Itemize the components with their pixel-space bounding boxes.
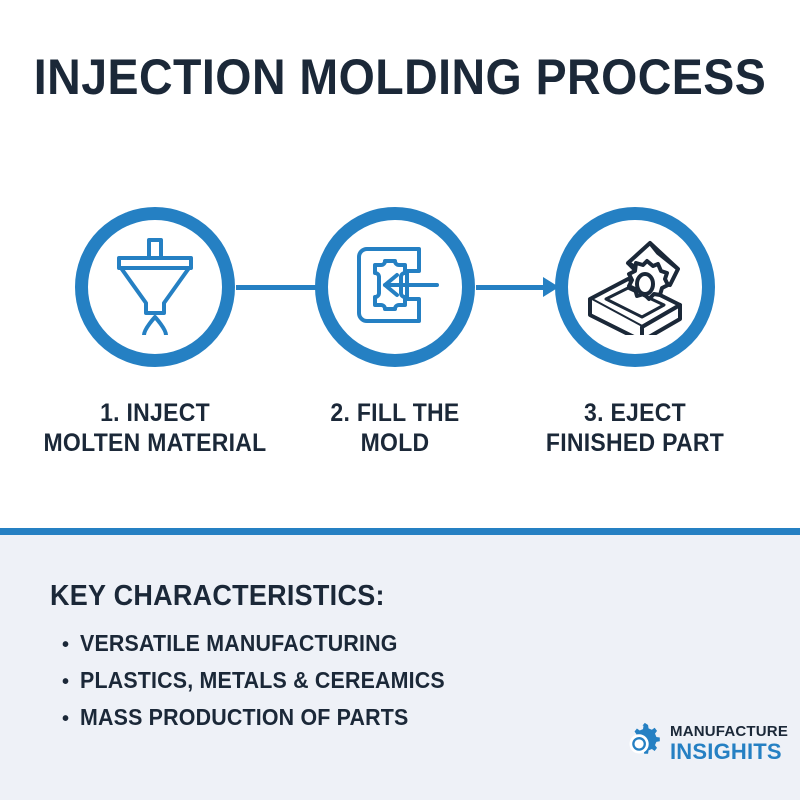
gear-icon <box>618 721 662 765</box>
list-item-label: VERSATILE MANUFACTURING <box>80 630 398 656</box>
key-characteristics-list: • VERSATILE MANUFACTURING • PLASTICS, ME… <box>62 630 472 741</box>
step-3-circle[interactable] <box>555 207 715 367</box>
key-characteristics-panel: KEY CHARACTERISTICS: • VERSATILE MANUFAC… <box>0 535 800 800</box>
connector-line-2 <box>476 285 544 290</box>
step-3-label: 3. EJECT FINISHED PART <box>545 399 725 457</box>
list-item: • MASS PRODUCTION OF PARTS <box>62 704 472 731</box>
page-title: INJECTION MOLDING PROCESS <box>33 49 767 105</box>
logo-line-2: INSIGHITS <box>670 738 782 764</box>
list-item: • VERSATILE MANUFACTURING <box>62 630 472 657</box>
connector-line-1 <box>236 285 316 290</box>
step-1-circle[interactable] <box>75 207 235 367</box>
step-2-circle[interactable] <box>315 207 475 367</box>
process-flow-row <box>0 207 800 367</box>
list-item-label: MASS PRODUCTION OF PARTS <box>80 704 409 730</box>
step-2-label: 2. FILL THE MOLD <box>330 399 460 457</box>
funnel-drop-icon <box>112 235 198 347</box>
section-divider <box>0 528 800 535</box>
list-item: • PLASTICS, METALS & CEREAMICS <box>62 667 472 694</box>
key-characteristics-heading: KEY CHARACTERISTICS: <box>50 580 385 612</box>
logo-text: MANUFACTURE INSIGHITS <box>670 724 788 763</box>
bullet-dot-icon: • <box>62 708 70 730</box>
bullet-dot-icon: • <box>62 671 70 693</box>
bullet-dot-icon: • <box>62 634 70 656</box>
title-bar: INJECTION MOLDING PROCESS <box>0 52 800 102</box>
open-mold-gear-part-icon <box>582 235 688 343</box>
mold-cavity-arrow-icon <box>345 235 445 340</box>
brand-logo[interactable]: MANUFACTURE INSIGHITS <box>618 721 788 765</box>
step-1-label: 1. INJECT MOLTEN MATERIAL <box>43 399 267 457</box>
logo-line-1: MANUFACTURE <box>670 722 789 740</box>
list-item-label: PLASTICS, METALS & CEREAMICS <box>80 667 445 693</box>
step-labels-row: 1. INJECT MOLTEN MATERIAL 2. FILL THE MO… <box>0 398 800 468</box>
